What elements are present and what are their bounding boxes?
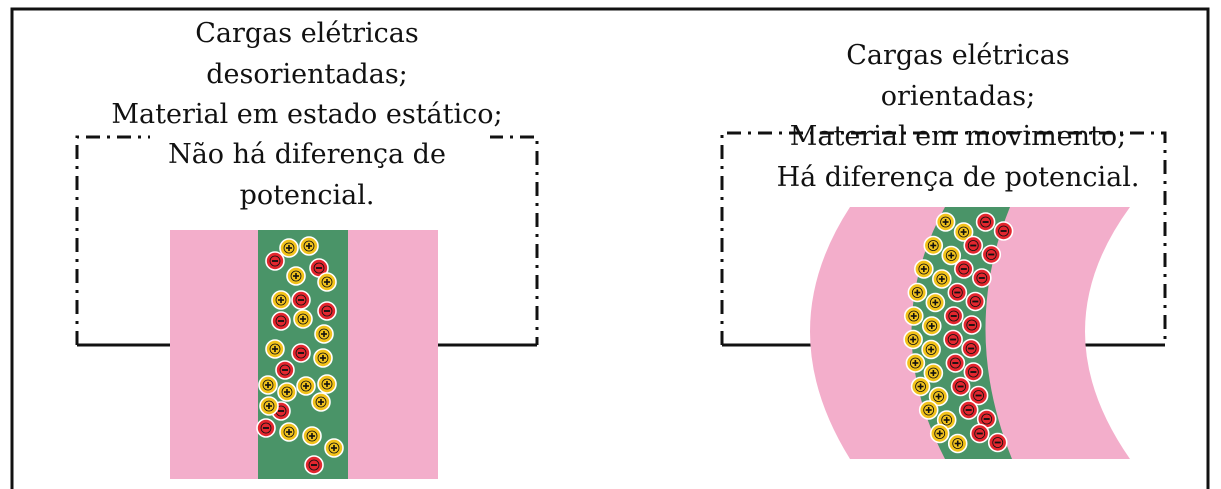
positive-charge-icon <box>932 269 952 289</box>
left-caption-line-2: desorientadas; <box>206 59 408 90</box>
negative-charge-icon <box>265 251 285 271</box>
positive-charge-icon <box>302 426 322 446</box>
negative-charge-icon <box>304 455 324 475</box>
negative-charge-icon <box>981 244 1002 265</box>
right-charges <box>903 212 1014 454</box>
positive-charge-icon <box>947 433 968 454</box>
positive-charge-icon <box>279 422 299 442</box>
positive-charge-icon <box>918 400 939 420</box>
positive-charge-icon <box>903 329 923 350</box>
left-charges <box>256 236 344 475</box>
positive-charge-icon <box>910 376 931 397</box>
left-caption-line-5: potencial. <box>240 180 375 211</box>
right-caption-line-1: Cargas elétricas <box>846 40 1070 71</box>
negative-charge-icon <box>961 338 981 359</box>
left-caption-line-3: Material em estado estático; <box>111 99 502 130</box>
positive-charge-icon <box>935 212 956 232</box>
positive-charge-icon <box>259 396 279 416</box>
negative-charge-icon <box>963 362 984 382</box>
right-caption-line-3: Material em movimento; <box>790 121 1127 152</box>
positive-charge-icon <box>953 222 974 242</box>
negative-charge-icon <box>950 376 971 397</box>
left-caption-line-4: Não há diferença de <box>168 139 446 170</box>
negative-charge-icon <box>968 385 989 406</box>
positive-charge-icon <box>271 290 291 310</box>
negative-charge-icon <box>975 212 996 232</box>
positive-charge-icon <box>928 386 949 407</box>
negative-charge-icon <box>993 221 1014 241</box>
outer-frame <box>10 7 1210 489</box>
positive-charge-icon <box>313 348 333 368</box>
right-caption-backdrop <box>770 140 1154 198</box>
positive-charge-icon <box>311 392 331 412</box>
negative-charge-icon <box>965 291 986 312</box>
positive-charge-icon <box>923 363 944 383</box>
positive-charge-icon <box>296 376 316 396</box>
negative-charge-icon <box>256 418 276 438</box>
positive-charge-icon <box>903 306 924 326</box>
positive-charge-icon <box>941 245 962 266</box>
positive-charge-icon <box>317 374 337 394</box>
positive-charge-icon <box>299 236 319 256</box>
negative-charge-icon <box>958 400 979 420</box>
negative-charge-icon <box>954 259 974 279</box>
negative-charge-icon <box>291 290 311 310</box>
negative-charge-icon <box>309 258 329 278</box>
positive-charge-icon <box>914 259 934 279</box>
right-caption-line-4: Há diferença de potencial. <box>777 162 1140 193</box>
negative-charge-icon <box>963 235 984 256</box>
positive-charge-icon <box>277 382 297 402</box>
negative-charge-icon <box>969 423 990 444</box>
negative-charge-icon <box>271 311 291 331</box>
positive-charge-icon <box>317 272 337 292</box>
negative-charge-icon <box>945 353 966 373</box>
positive-charge-icon <box>921 339 941 360</box>
positive-charge-icon <box>265 339 285 359</box>
negative-charge-icon <box>291 343 311 363</box>
left-panel: Cargas elétricas desorientadas; Material… <box>75 18 539 479</box>
positive-charge-icon <box>324 438 344 458</box>
negative-charge-icon <box>987 432 1008 453</box>
negative-charge-icon <box>972 268 992 288</box>
right-caption-line-2: orientadas; <box>881 81 1035 112</box>
positive-charge-icon <box>293 309 313 329</box>
negative-charge-icon <box>943 329 963 350</box>
positive-charge-icon <box>905 353 926 373</box>
right-panel: Cargas elétricas orientadas; Material em… <box>720 40 1167 459</box>
positive-charge-icon <box>907 282 928 303</box>
negative-charge-icon <box>947 282 968 303</box>
left-caption-backdrop <box>150 130 490 228</box>
negative-charge-icon <box>961 315 982 335</box>
positive-charge-icon <box>921 316 942 336</box>
positive-charge-icon <box>286 266 306 286</box>
positive-charge-icon <box>925 292 946 313</box>
positive-charge-icon <box>314 324 334 344</box>
right-dashed-circuit <box>720 131 1167 345</box>
positive-charge-icon <box>923 235 944 256</box>
positive-charge-icon <box>258 375 278 395</box>
positive-charge-icon <box>279 238 299 258</box>
positive-charge-icon <box>929 423 950 444</box>
left-caption-line-1: Cargas elétricas <box>195 18 419 49</box>
negative-charge-icon <box>275 360 295 380</box>
negative-charge-icon <box>317 301 337 321</box>
negative-charge-icon <box>943 306 964 326</box>
